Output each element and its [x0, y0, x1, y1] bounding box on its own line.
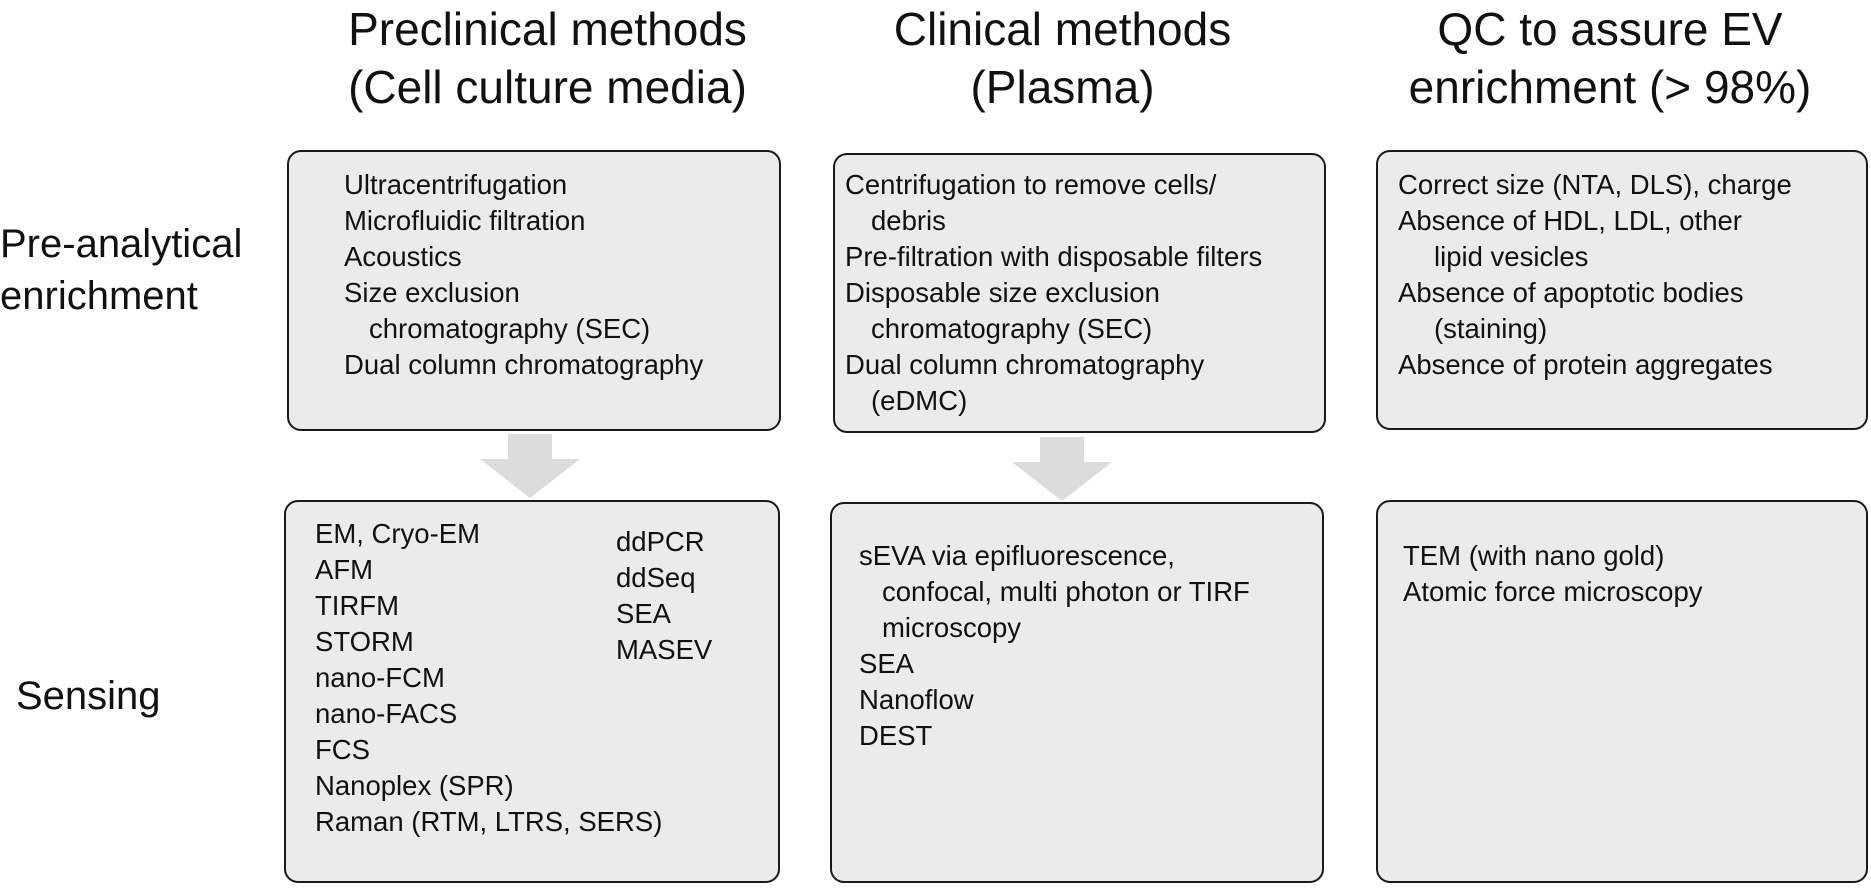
list-item: DEST	[859, 720, 933, 751]
list-item: STORM	[315, 626, 414, 657]
list-item: Correct size (NTA, DLS), charge	[1398, 169, 1792, 200]
list-item: confocal, multi photon or TIRF	[882, 576, 1250, 607]
list-item: lipid vesicles	[1434, 241, 1589, 272]
list-item: Dual column chromatography	[845, 349, 1205, 380]
list-item: Acoustics	[344, 241, 462, 272]
header-preclinical: Preclinical methods (Cell culture media)	[255, 0, 840, 116]
list-item: (eDMC)	[871, 385, 968, 416]
list-item: nano-FCM	[315, 662, 445, 693]
list-item: Pre-filtration with disposable filters	[845, 241, 1263, 272]
list-item: Nanoflow	[859, 684, 974, 715]
box-clinical-enrichment: Centrifugation to remove cells/ debris P…	[833, 153, 1326, 433]
header-preclinical-line1: Preclinical methods	[348, 3, 747, 55]
list-item: TIRFM	[315, 590, 400, 621]
list-item: ddSeq	[616, 562, 696, 593]
list-item: MASEV	[616, 634, 713, 665]
list-item: Atomic force microscopy	[1403, 576, 1703, 607]
header-qc-line2: enrichment (> 98%)	[1408, 61, 1812, 113]
header-qc: QC to assure EV enrichment (> 98%)	[1350, 0, 1870, 116]
box-preclinical-sensing: EM, Cryo-EM AFM TIRFM STORM nano-FCM nan…	[284, 500, 780, 883]
list-item: (staining)	[1434, 313, 1548, 344]
list-item: Centrifugation to remove cells/	[845, 169, 1217, 200]
list-item: Disposable size exclusion	[845, 277, 1160, 308]
down-arrow-icon	[480, 434, 580, 498]
row-label-sensing: Sensing	[16, 670, 161, 722]
box-preclinical-enrichment: Ultracentrifugation Microfluidic filtrat…	[287, 150, 781, 431]
header-clinical: Clinical methods (Plasma)	[810, 0, 1315, 116]
row-label-sensing-line1: Sensing	[16, 674, 161, 718]
list-item: nano-FACS	[315, 698, 458, 729]
list-item: ddPCR	[616, 526, 705, 557]
header-preclinical-line2: (Cell culture media)	[348, 61, 747, 113]
list-item: EM, Cryo-EM	[315, 518, 480, 549]
list-item: Absence of HDL, LDL, other	[1398, 205, 1742, 236]
list-item: FCS	[315, 734, 370, 765]
list-item: sEVA via epifluorescence,	[859, 540, 1175, 571]
header-clinical-line2: (Plasma)	[970, 61, 1155, 113]
list-item: chromatography (SEC)	[871, 313, 1153, 344]
box-qc-sensing: TEM (with nano gold) Atomic force micros…	[1376, 500, 1868, 883]
list-item: Raman (RTM, LTRS, SERS)	[315, 806, 663, 837]
list-item: debris	[871, 205, 946, 236]
list-item: SEA	[616, 598, 672, 629]
row-label-enrichment-line1: Pre-analytical	[0, 222, 243, 266]
list-item: microscopy	[882, 612, 1022, 643]
box-qc-enrichment: Correct size (NTA, DLS), charge Absence …	[1376, 150, 1868, 430]
down-arrow-icon	[1012, 437, 1112, 501]
list-item: Size exclusion	[344, 277, 520, 308]
row-label-enrichment-line2: enrichment	[0, 274, 198, 318]
header-clinical-line1: Clinical methods	[893, 3, 1232, 55]
box-clinical-sensing: sEVA via epifluorescence, confocal, mult…	[830, 502, 1324, 883]
row-label-enrichment: Pre-analytical enrichment	[0, 218, 242, 322]
header-qc-line1: QC to assure EV	[1437, 3, 1783, 55]
list-item: AFM	[315, 554, 374, 585]
list-item: Absence of apoptotic bodies	[1398, 277, 1744, 308]
list-item: Absence of protein aggregates	[1398, 349, 1773, 380]
list-item: TEM (with nano gold)	[1403, 540, 1665, 571]
list-item: SEA	[859, 648, 915, 679]
list-item: Microfluidic filtration	[344, 205, 586, 236]
list-item: Ultracentrifugation	[344, 169, 568, 200]
list-item: Nanoplex (SPR)	[315, 770, 514, 801]
list-item: chromatography (SEC)	[369, 313, 651, 344]
list-item: Dual column chromatography	[344, 349, 704, 380]
